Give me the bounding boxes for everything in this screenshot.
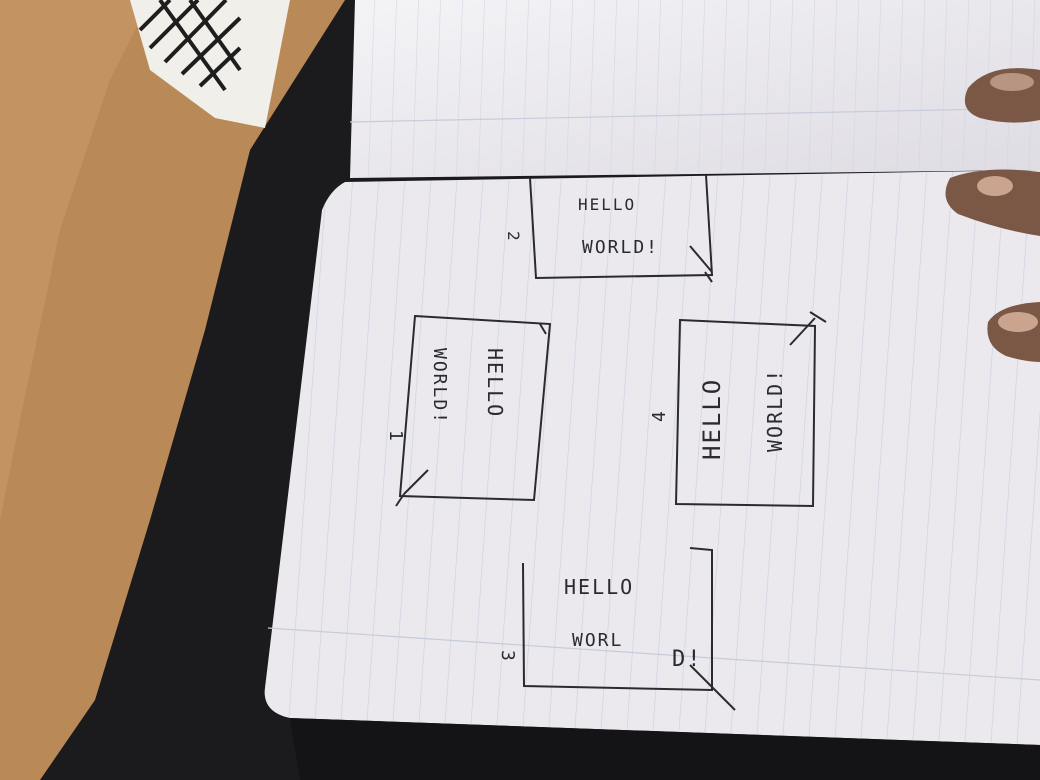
sketch-1 [395,314,552,507]
sketch-3-number: 3 [497,650,518,663]
sketch-2-line1: HELLO [578,195,636,214]
notebook-back-page [349,0,1040,178]
sketch-1-line1: HELLO [483,348,507,418]
sketch-4 [674,311,827,508]
sketch-4-line2: WORLD! [763,368,787,452]
sketch-4-number: 4 [649,409,670,422]
sketch-3 [522,547,736,711]
notebook-page [264,170,1040,780]
sketch-4-line1: HELLO [698,378,726,460]
sketch-2 [529,174,714,283]
sketch-2-number: 2 [504,231,523,243]
sketch-1-line2: WORLD! [429,348,450,425]
sketch-3-line1: HELLO [564,575,634,599]
sketch-3-line2: WORL [572,630,623,651]
sketch-1-number: 1 [385,430,406,443]
sketch-2-line2: WORLD! [582,237,659,258]
envelope [0,0,345,780]
fingers [945,68,1040,362]
sketch-3-line3: D! [672,647,703,672]
